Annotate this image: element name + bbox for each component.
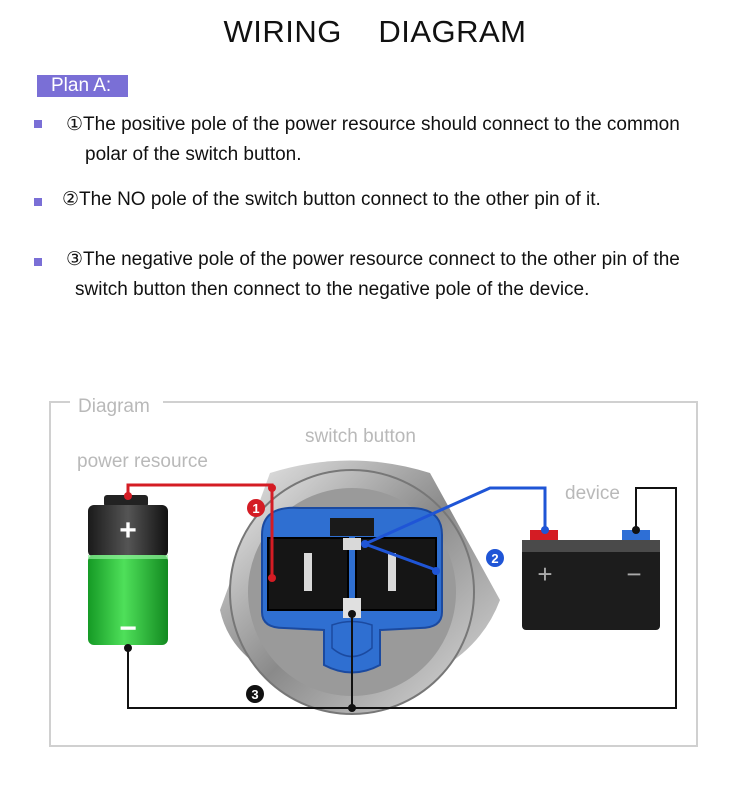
junction-dot (361, 540, 369, 548)
switch-pin-top (343, 538, 361, 550)
battery-charge (88, 555, 168, 645)
negative-wire (127, 487, 677, 709)
step-text-continued: switch button then connect to the negati… (75, 279, 590, 300)
bullet-square (34, 120, 42, 128)
marker-number: 1 (252, 501, 259, 516)
bullet-square (34, 258, 42, 266)
battery-top (88, 505, 168, 557)
junction-dot (124, 644, 132, 652)
device-label: device (565, 483, 620, 504)
marker-number: 3 (251, 687, 258, 702)
marker-2: 2 (486, 549, 504, 567)
positive-wire (126, 483, 274, 580)
device: + − (522, 530, 660, 630)
junction-dot (268, 574, 276, 582)
battery-terminal (104, 495, 148, 507)
step-text-continued: polar of the switch button. (85, 144, 302, 165)
step-2: ②The NO pole of the switch button connec… (62, 185, 601, 215)
switch-pin (388, 553, 396, 591)
bullet-square (34, 198, 42, 206)
device-body (522, 540, 660, 630)
power-label: power resource (77, 451, 208, 472)
battery-plus-sign: + (119, 514, 137, 547)
step-1: ①The positive pole of the power resource… (66, 110, 680, 170)
marker-3: 3 (246, 685, 264, 703)
step-3: ③The negative pole of the power resource… (66, 245, 680, 305)
no-wire-jumper (364, 542, 437, 572)
device-minus-sign: − (626, 559, 641, 589)
switch-pin (304, 553, 312, 591)
device-plus-sign: + (537, 559, 552, 589)
switch-block-left (267, 537, 349, 611)
junction-dot (268, 484, 276, 492)
diagram-frame (49, 401, 698, 747)
step-text: The negative pole of the power resource … (83, 249, 680, 270)
wiring-diagram-svg: Diagram switch button power resource dev… (49, 396, 698, 747)
junction-dot (541, 526, 549, 534)
step-marker: ① (66, 114, 84, 135)
step-text: The positive pole of the power resource … (83, 114, 680, 135)
switch-pin-bottom (343, 598, 361, 618)
battery-level-line (88, 555, 168, 559)
switch-label: switch button (305, 426, 416, 447)
step-marker: ② (62, 189, 80, 210)
junction-dot (124, 492, 132, 500)
wiring-diagram: Diagram switch button power resource dev… (0, 380, 750, 793)
page-title: WIRING DIAGRAM (223, 14, 527, 49)
junction-dot (348, 610, 356, 618)
device-lid (522, 540, 660, 552)
junction-dot (432, 567, 440, 575)
junction-dot (348, 704, 356, 712)
step-marker: ③ (66, 249, 84, 270)
marker-number: 2 (491, 551, 498, 566)
switch-tab (330, 518, 374, 536)
diagram-frame-label: Diagram (78, 396, 150, 417)
step-text: The NO pole of the switch button connect… (79, 189, 601, 210)
battery-minus-sign: − (119, 612, 137, 645)
no-wire (364, 486, 547, 546)
switch-button (220, 460, 500, 715)
junction-dot (632, 526, 640, 534)
marker-1: 1 (247, 499, 265, 517)
battery: + − (88, 495, 168, 645)
plan-badge: Plan A: (37, 75, 128, 97)
